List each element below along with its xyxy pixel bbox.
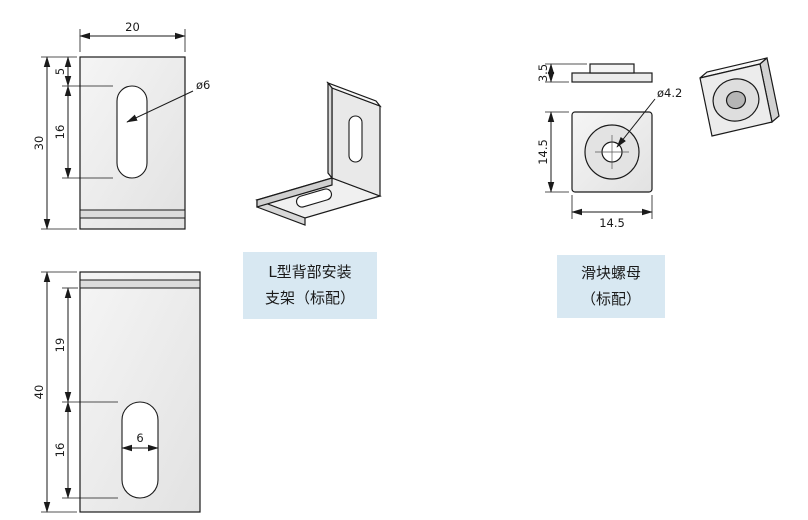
nut-caption: 滑块螺母 （标配） <box>557 255 665 318</box>
bracket-front-bend-band <box>80 210 185 218</box>
dim-bracket-width: 20 <box>125 20 140 34</box>
bracket-caption: L型背部安装 支架（标配） <box>243 252 377 319</box>
bracket-caption-line2: 支架（标配） <box>264 288 355 307</box>
bracket-iso-base-slot <box>295 188 333 208</box>
dim-bracket-hole: ø6 <box>196 78 210 92</box>
nut-iso-view <box>699 56 780 137</box>
dim-bottom-slot-width: 6 <box>136 431 143 445</box>
nut-caption-line1: 滑块螺母 <box>580 264 641 282</box>
bracket-caption-line1: L型背部安装 <box>268 263 352 281</box>
nut-side-boss <box>589 63 635 74</box>
nut-iso-hole <box>725 90 747 110</box>
dim-nut-bottom: 14.5 <box>599 216 625 230</box>
dim-nut-thickness: 3.5 <box>536 64 550 82</box>
dim-bottom-upper: 19 <box>53 338 67 353</box>
bracket-front-slot <box>116 85 148 179</box>
dim-nut-side: 14.5 <box>536 139 550 165</box>
dim-bracket-height: 30 <box>32 136 46 151</box>
bracket-iso-wall-side <box>327 81 333 180</box>
bracket-bottom-bend-band <box>80 280 200 288</box>
dim-bottom-slot-length: 16 <box>53 443 67 458</box>
bracket-bottom-slot <box>121 401 159 499</box>
nut-caption-line2: （标配） <box>580 289 641 308</box>
nut-side-base <box>571 72 653 83</box>
bracket-front-view: 20 30 5 16 ø6 <box>32 20 210 230</box>
bracket-iso-base-side <box>256 177 333 208</box>
bracket-bottom-view: 40 19 16 6 <box>32 271 201 513</box>
dim-bottom-height: 40 <box>32 385 46 400</box>
bracket-iso-view <box>255 81 382 226</box>
nut-front-view: ø4.2 14.5 14.5 <box>536 86 682 230</box>
dim-nut-hole: ø4.2 <box>657 86 682 100</box>
nut-side-view: 3.5 <box>536 63 653 83</box>
dim-bracket-offset: 5 <box>53 68 67 75</box>
bracket-iso-wall-slot <box>348 115 363 163</box>
dim-bracket-slot-length: 16 <box>53 125 67 140</box>
